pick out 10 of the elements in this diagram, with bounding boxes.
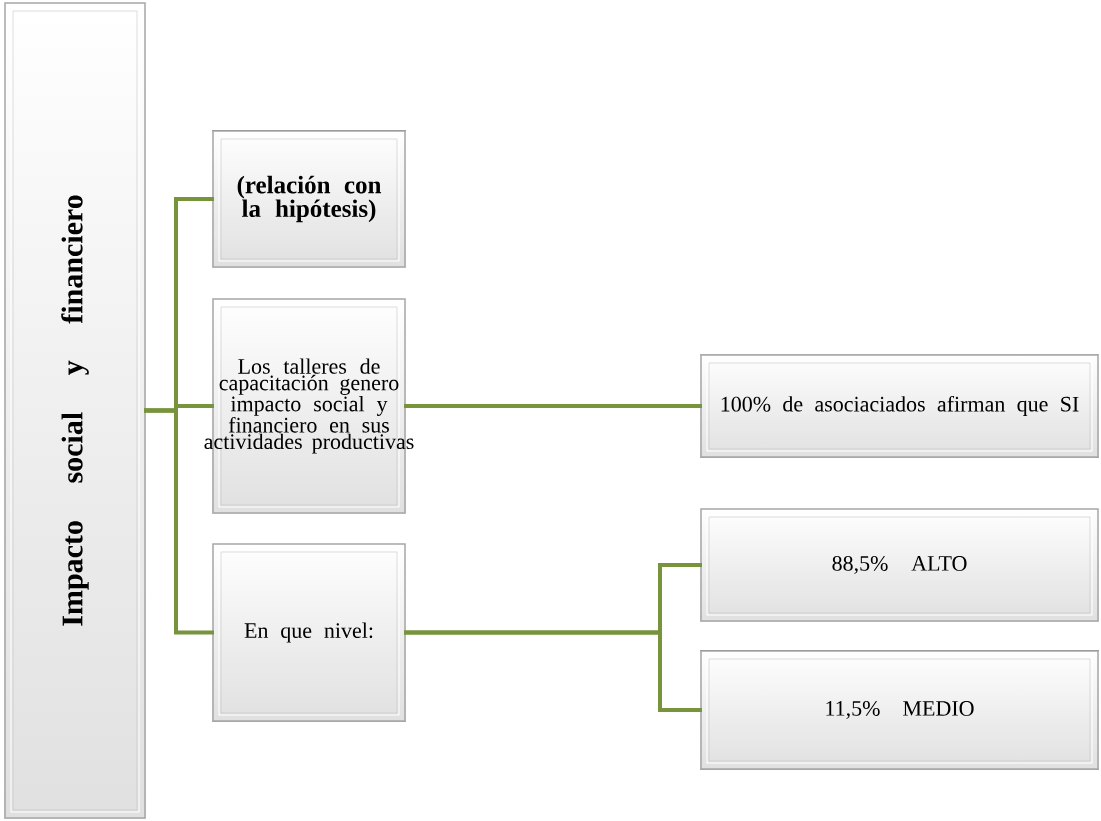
text-box: 88,5% ALTO [700, 508, 1099, 622]
connector [404, 630, 702, 712]
text-box: 11,5% MEDIO [700, 650, 1099, 770]
text-box: (relación con la hipótesis) [212, 130, 406, 268]
connector [144, 408, 214, 635]
text-box: En que nivel: [212, 543, 406, 722]
connector [404, 404, 702, 408]
text-box: 100% de asociaciados afirman que SI [700, 354, 1099, 458]
text-box: Impacto social y financiero [4, 2, 146, 819]
text-box: Los talleres de capacitación genero impacto social y financiero en sus actividades productivas [204, 298, 414, 514]
